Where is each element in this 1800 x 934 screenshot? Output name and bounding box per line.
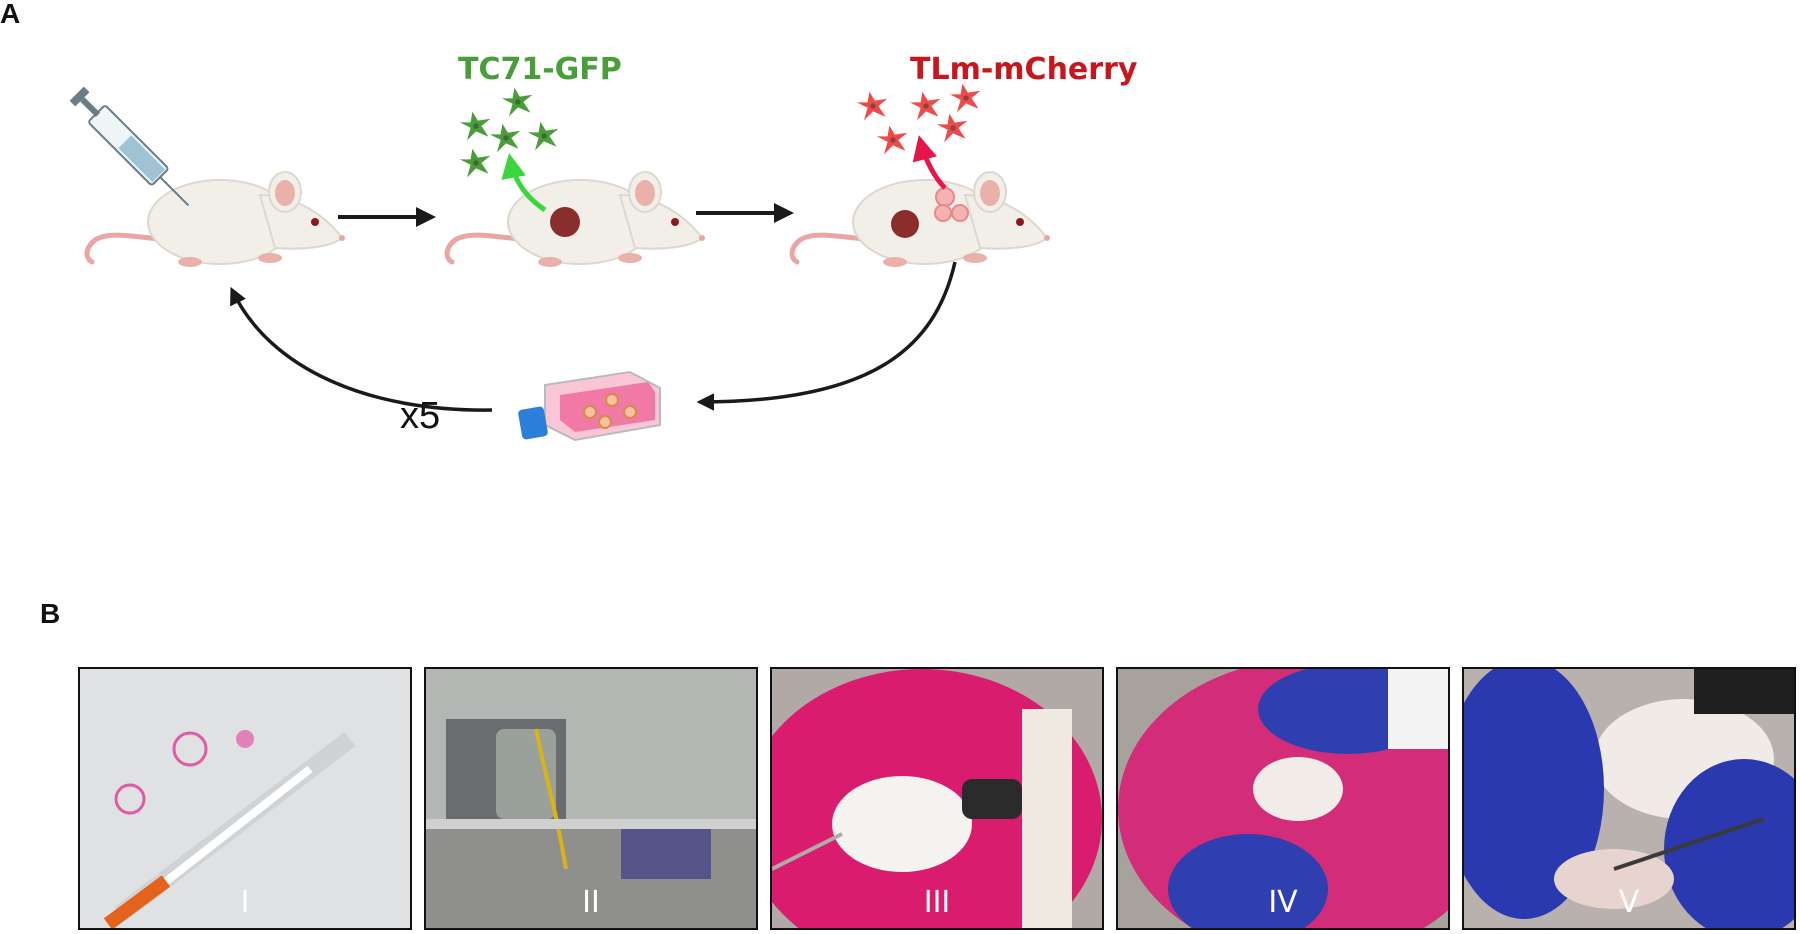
photo-iv: IV [1116, 667, 1450, 930]
culture-flask-icon [518, 370, 661, 442]
syringe-icon [69, 86, 190, 207]
panel-b-letter: B [40, 598, 61, 629]
tlm-mcherry-label: TLm-mCherry [910, 52, 1138, 87]
panel-a-letter: A [0, 0, 21, 29]
photo-ii-label: II [582, 885, 600, 920]
tumor-icon [550, 207, 580, 237]
photo-i: I [78, 667, 412, 930]
photo-i-label: I [240, 885, 250, 920]
photo-iii-label: III [923, 885, 951, 920]
photo-iii: III [770, 667, 1104, 930]
panel-a-diagram [69, 83, 1200, 442]
photo-iv-label: IV [1268, 885, 1298, 920]
photo-v-label: V [1618, 885, 1640, 920]
photo-ii: II [424, 667, 758, 930]
photo-v: V [1462, 667, 1796, 930]
tc71-gfp-label: TC71-GFP [458, 52, 622, 87]
